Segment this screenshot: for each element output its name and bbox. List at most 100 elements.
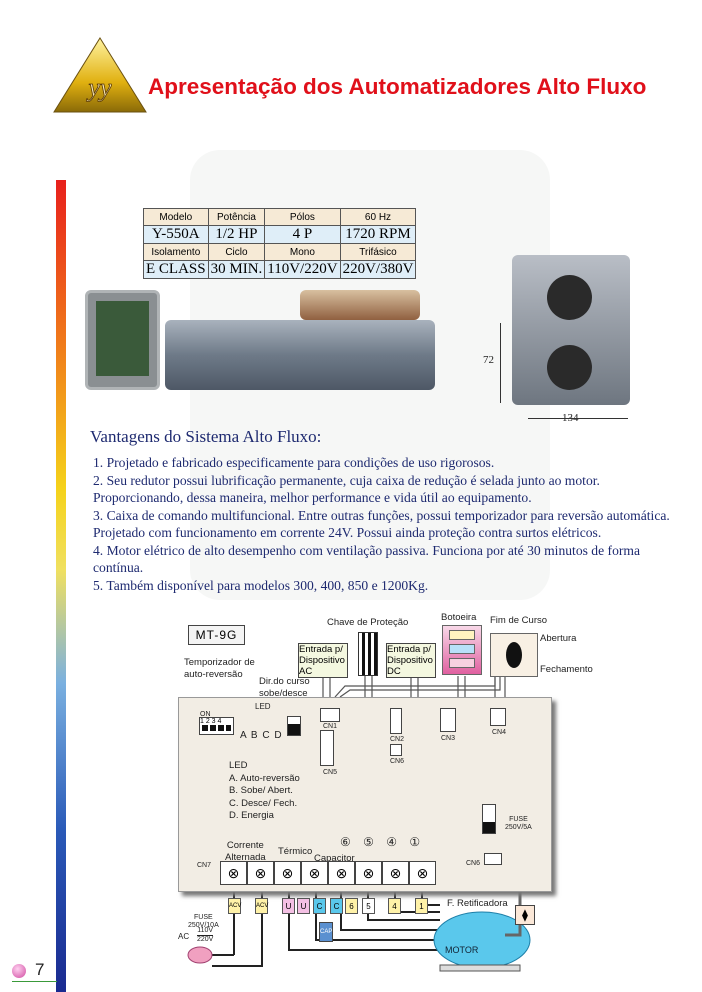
model-label: MT-9G [188,625,245,645]
cn6-top-connector [390,744,402,756]
rectifier-icon: ⧫ [515,905,535,925]
terminal: ⊗ [274,861,301,885]
advantage-line: 2. Seu redutor possui lubrificação perma… [93,473,600,488]
wire-tag: 5 [362,898,375,914]
text: ⑤ [363,835,374,849]
cell: Pólos [264,208,341,226]
text: FUSE [194,914,213,921]
text: ④ [386,835,397,849]
terminal: ⊗ [247,861,274,885]
ac-label: AC [178,932,190,941]
push-button-station [442,625,482,675]
cn2-label: CN2 [390,736,405,743]
motor-label: MOTOR [445,945,479,955]
cell: 30 MIN. [207,260,266,279]
advantage-line: 3. Caixa de comando multifuncional. Entr… [93,508,670,523]
text: B [250,730,258,741]
push-button-label: Botoeira [441,612,477,623]
cn1-connector [320,708,340,722]
text: 250V/10A [188,922,219,929]
motor-photo [165,320,435,390]
cn2-connector [390,708,402,734]
cn1-label: CN1 [323,723,338,730]
dimension-height: 72 [483,354,494,366]
svg-text:yy: yy [85,73,112,102]
cell: Isolamento [143,243,209,261]
text: Entrada p/ [387,644,431,655]
advantage-line: Proporcionando, dessa maneira, melhor pe… [93,490,532,505]
page-underline [12,981,57,982]
cn6-label: CN6 [466,860,481,867]
text: 250V/5A [505,824,532,831]
dip-numbers: 1 2 3 4 [200,718,222,725]
protection-switch-label: Chave de Proteção [327,617,409,628]
text: Alternada [225,852,266,863]
limit-switch-label: Fim de Curso [490,615,548,626]
capacitor-label: Capacitor [314,853,355,864]
cn6-top-label: CN6 [390,758,405,765]
text: Entrada p/ [299,644,343,655]
text: FUSE [509,816,528,823]
cell: 60 Hz [339,208,417,226]
text: ① [409,835,421,849]
capacitor: CAP [319,922,333,942]
cell: 110V/220V [264,260,341,279]
text: 110V [197,927,214,936]
text: AC [299,666,313,677]
advantage-line: 4. Motor elétrico de alto desempenho com… [93,543,640,558]
cell: 4 P [264,225,341,244]
wire-tag: 4 [388,898,401,914]
text: LED [229,760,248,771]
cn3-label: CN3 [441,735,456,742]
terminal: ⊗ [328,861,355,885]
cell: 1/2 HP [207,225,266,244]
page-number: 7 [35,960,45,979]
text: 220V [197,936,214,943]
text: auto-reversão [184,669,243,680]
wire-tag: 1 [415,898,428,914]
text: C [262,730,270,741]
dip-switch[interactable]: 1 2 3 4 [199,717,234,735]
wire-tag: U [282,898,295,914]
gearbox-photo [512,255,630,405]
text: sobe/desce [259,688,308,699]
text: Dir.do curso [259,676,310,687]
ac-plug-shape [187,946,213,964]
cell: Modelo [143,208,209,226]
cell: 220V/380V [339,260,417,279]
closing-label: Fechamento [540,664,593,675]
terminal: ⊗ [220,861,247,885]
dimension-line [500,323,501,403]
cn7-label: CN7 [197,862,212,869]
wire-tag: 6 [345,898,358,914]
text: Corrente [226,840,264,851]
text: C. Desce/ Fech. [229,797,298,809]
text: A [240,730,247,741]
text: Temporizador de [184,657,255,668]
cell: Trifásico [339,243,417,261]
terminal: ⊗ [301,861,328,885]
cell: 1720 RPM [339,225,417,244]
text: Dispositivo [299,655,345,666]
board-fuse [482,804,496,834]
advantage-line: 5. Também disponível para modelos 300, 4… [93,578,429,593]
cn6-connector [484,853,502,865]
text: B. Sobe/ Abert. [229,785,293,796]
dimension-line [528,418,628,419]
control-box-photo [85,290,160,390]
rectifier-label: F. Retificadora [447,898,508,909]
terminal: ⊗ [355,861,382,885]
advantages-heading: Vantagens do Sistema Alto Fluxo: [90,427,322,446]
direction-switch[interactable] [287,716,301,736]
thermal-label: Térmico [278,846,313,857]
protection-switch [358,632,378,676]
led-top-label: LED [255,702,271,711]
